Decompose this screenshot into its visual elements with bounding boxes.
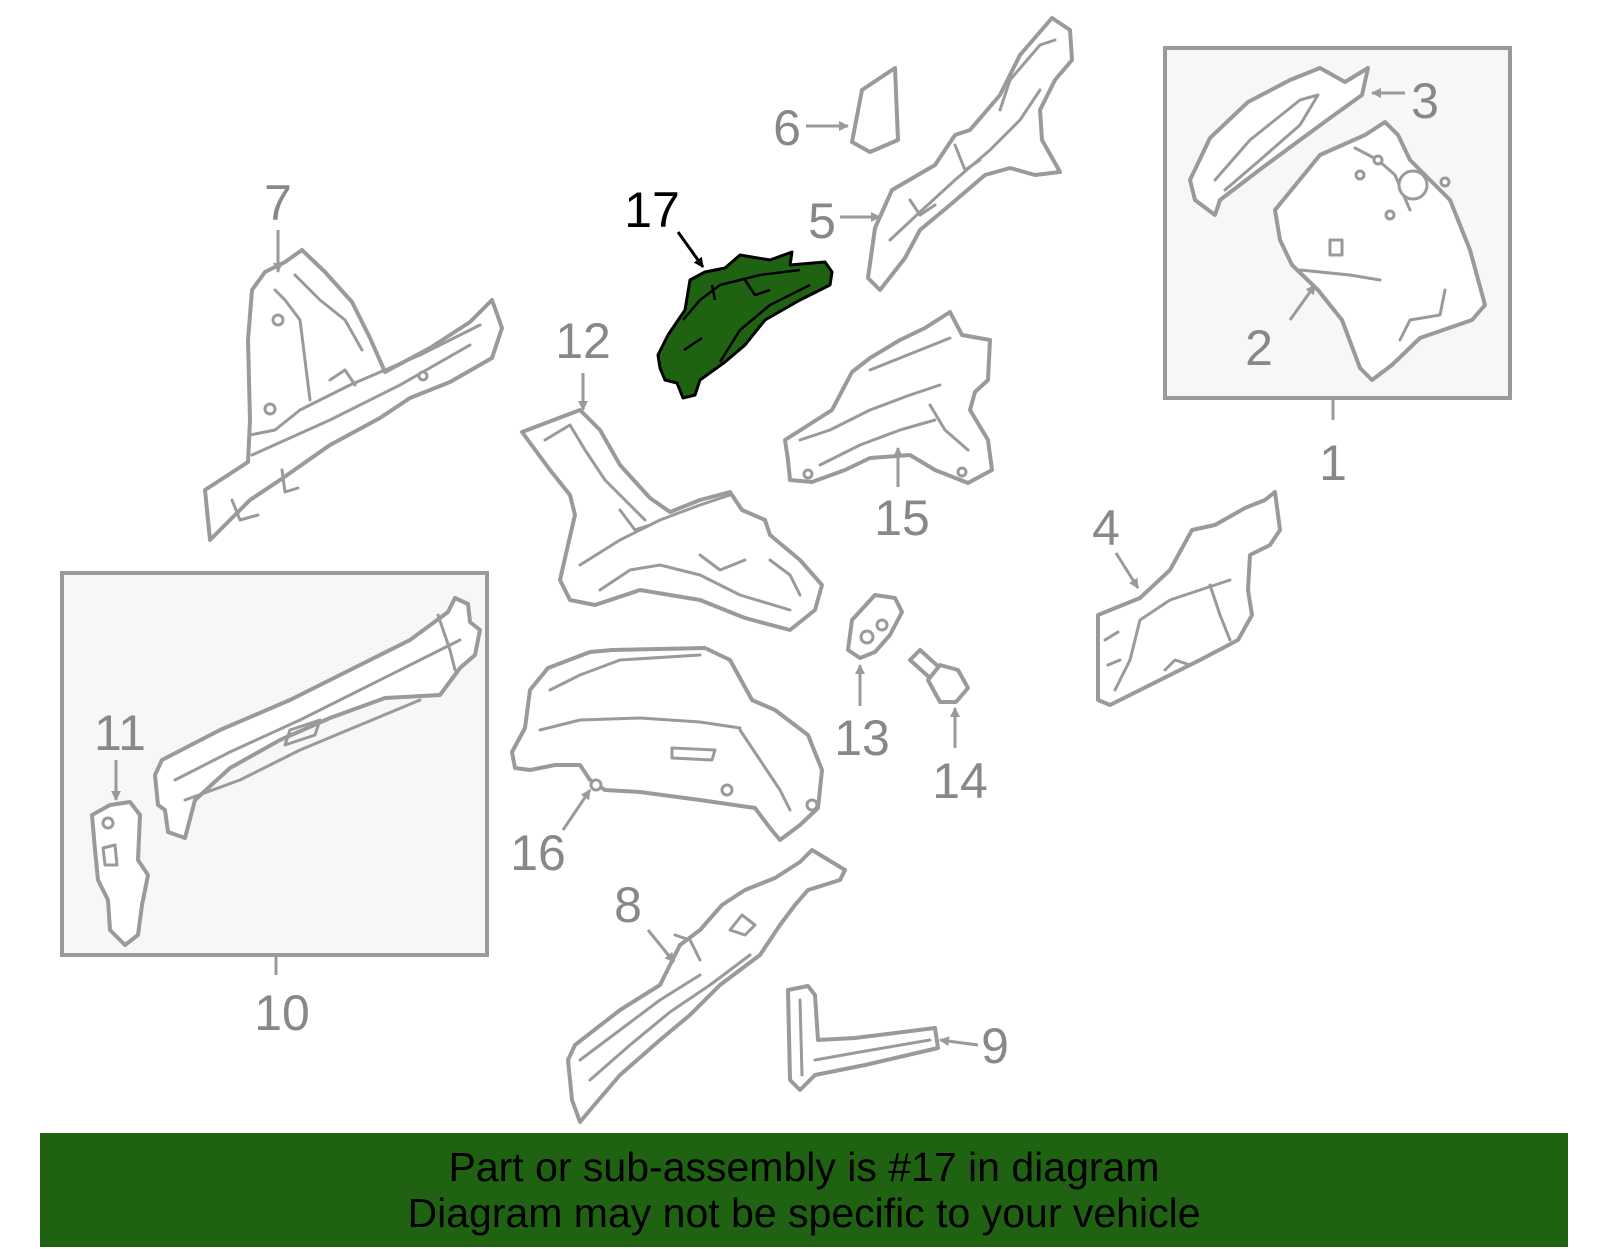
part-16-wheelhouse-liner[interactable] bbox=[510, 646, 824, 842]
part-6-bracket[interactable] bbox=[850, 66, 900, 154]
part-2-wheelhouse-panel[interactable] bbox=[1273, 120, 1487, 382]
callout-3: 3 bbox=[1411, 73, 1439, 129]
callout-7: 7 bbox=[264, 175, 292, 231]
info-banner: Part or sub-assembly is #17 in diagram D… bbox=[40, 1133, 1568, 1247]
part-4-lower-panel[interactable] bbox=[1096, 490, 1282, 707]
callout-5: 5 bbox=[808, 193, 836, 249]
part-5-upper-rail[interactable] bbox=[866, 16, 1074, 292]
callout-2: 2 bbox=[1245, 320, 1273, 376]
part-17-highlighted[interactable] bbox=[656, 250, 834, 400]
callout-12: 12 bbox=[555, 313, 611, 369]
callout-14: 14 bbox=[932, 753, 988, 809]
callout-9: 9 bbox=[981, 1018, 1009, 1074]
banner-line-2: Diagram may not be specific to your vehi… bbox=[407, 1190, 1201, 1236]
part-15-crossmember[interactable] bbox=[783, 310, 994, 485]
callout-10: 10 bbox=[254, 985, 310, 1041]
part-8-lower-rail[interactable] bbox=[566, 848, 847, 1124]
part-10-side-member[interactable] bbox=[153, 596, 482, 840]
parts-diagram: 2 3 1 6 5 17 7 bbox=[60, 16, 1512, 1124]
part-3-wheelhouse-upper[interactable] bbox=[1188, 66, 1370, 217]
part-11-bracket[interactable] bbox=[90, 800, 150, 947]
callout-16: 16 bbox=[510, 825, 566, 881]
banner-line-1: Part or sub-assembly is #17 in diagram bbox=[448, 1144, 1160, 1190]
part-9-l-bracket[interactable] bbox=[786, 984, 940, 1092]
callout-1: 1 bbox=[1319, 435, 1347, 491]
part-7-apron[interactable] bbox=[203, 248, 504, 542]
callout-17: 17 bbox=[624, 182, 680, 238]
part-13-plate[interactable] bbox=[846, 593, 904, 660]
callout-4: 4 bbox=[1092, 500, 1120, 556]
callout-11: 11 bbox=[94, 705, 146, 761]
callout-15: 15 bbox=[874, 490, 930, 546]
callout-6: 6 bbox=[773, 100, 801, 156]
part-14-bolt[interactable] bbox=[908, 648, 970, 704]
callout-13: 13 bbox=[834, 710, 890, 766]
part-12-frame-member[interactable] bbox=[520, 408, 824, 632]
callout-8: 8 bbox=[614, 877, 642, 933]
